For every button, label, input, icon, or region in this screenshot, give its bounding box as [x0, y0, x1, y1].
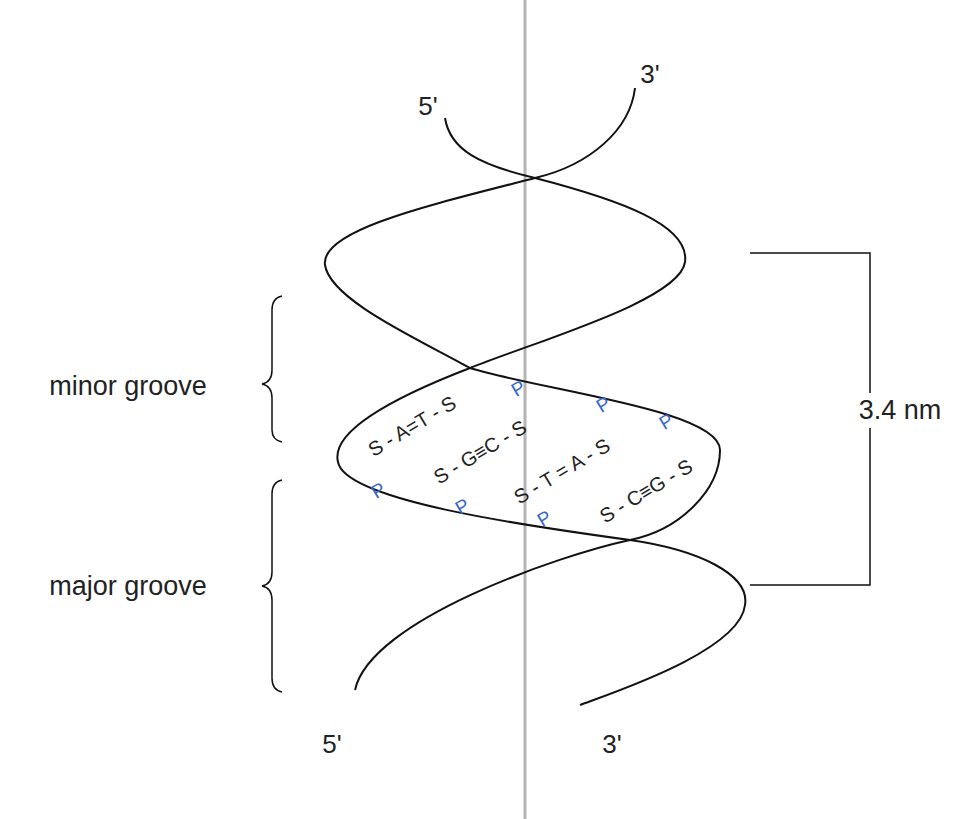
phosphate-label: P — [368, 479, 389, 502]
strand-end-label: 5' — [322, 731, 341, 757]
dimension-bracket — [750, 253, 870, 585]
phosphate-label: P — [593, 393, 614, 416]
strand — [325, 88, 720, 690]
base-pair: S - C≡G - S — [596, 456, 695, 527]
phosphate-label: P — [656, 410, 677, 433]
strand — [337, 118, 745, 705]
phosphate-label: P — [452, 495, 473, 518]
groove-label: minor groove — [49, 373, 207, 400]
base-pair: S - A=T - S — [365, 392, 459, 460]
helix-axis — [524, 0, 527, 819]
strand-end-label: 3' — [640, 61, 659, 87]
groove-label: major groove — [49, 573, 207, 600]
groove-brace — [262, 296, 282, 442]
strand-end-label: 3' — [602, 731, 621, 757]
base-pair: S - G≡C - S — [430, 417, 529, 488]
strand-end-label: 5' — [418, 93, 437, 119]
dimension-label: 3.4 nm — [856, 393, 945, 428]
groove-brace — [262, 480, 282, 692]
